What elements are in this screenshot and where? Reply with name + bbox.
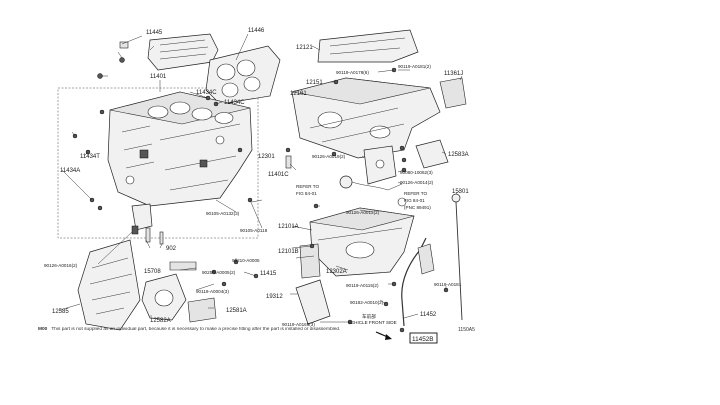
head-gasket-part: [205, 45, 281, 105]
leader-lines: [59, 33, 463, 323]
label-90126-a0013: 90126-A0013(2): [346, 210, 380, 215]
oil-dipstick-part: [443, 193, 463, 321]
vehicle-front-cn: 车前部: [362, 313, 376, 320]
oil-pan-upper-part: [291, 77, 441, 159]
part-labels: 11445 11446 12121 11401 11434C 11434C 11…: [44, 28, 469, 344]
refer-fig-1: FIG 84-01: [296, 191, 317, 196]
label-11434c-b: 11434C: [224, 100, 245, 106]
label-12101b: 12101B: [278, 249, 299, 255]
label-90210-a0005: 90210-A0005: [232, 258, 260, 263]
label-11452: 11452: [420, 312, 437, 318]
footnote-text: This part is not supplied as an individu…: [51, 327, 341, 332]
label-11445: 11445: [146, 30, 163, 36]
refer-to-1: REFER TO: [296, 184, 319, 189]
label-12101: 12101: [290, 91, 307, 97]
vehicle-front-arrow-icon: [375, 331, 392, 340]
harness-bracket-part: [295, 279, 331, 325]
block-callout-frame: [57, 87, 259, 239]
label-90119-a0115: 90119-A0115(2): [346, 283, 379, 288]
label-11446: 11446: [248, 28, 265, 34]
label-12121: 12121: [296, 45, 313, 51]
label-12582a: 12582A: [150, 318, 171, 324]
baffle-plate-part: [299, 243, 321, 279]
label-90119-a0169: 90119-A0169(3): [282, 322, 315, 327]
label-90126-a0014: 90126-A0014(2): [400, 180, 434, 185]
cover-plate-part: [439, 77, 467, 109]
label-11434c-a: 11434C: [196, 90, 217, 96]
footnote-code: M00: [38, 327, 48, 332]
highlighted-part-box: [409, 332, 438, 344]
vehicle-front-side-label: VEHICLE FRONT SIDE: [348, 320, 397, 325]
refer-to-2: REFER TO: [404, 191, 427, 196]
label-12581a: 12581A: [226, 308, 247, 314]
label-12585: 12585: [52, 309, 69, 315]
label-90126-a0016: 90126-A0016(2): [44, 263, 78, 268]
oil-pump-bracket: [363, 145, 397, 185]
manifold-cover-part: [119, 33, 219, 71]
label-11434t: 11434T: [80, 154, 100, 160]
drain-plug: [285, 147, 292, 169]
catalog-code: 1150A5: [458, 327, 475, 333]
label-90182-a0010: 90182-A0010(2): [350, 300, 384, 305]
label-90119-a0181: 90119-A0181: [434, 282, 462, 287]
label-90210-a0005-2: 90210-A0005(2): [202, 270, 236, 275]
label-12301: 12301: [258, 154, 275, 160]
label-90126-a0019: 90126-A0019(2): [312, 154, 346, 159]
label-11415: 11415: [260, 271, 277, 277]
dipstick-guide-part: [401, 237, 435, 327]
label-90080-10062: 90080-10062(3): [400, 170, 433, 175]
label-12151: 12151: [306, 80, 323, 86]
label-902: 902: [166, 246, 177, 252]
seal-retainer-part: [187, 297, 217, 323]
label-11361j: 11361J: [444, 71, 463, 77]
label-15708: 15708: [144, 269, 161, 275]
label-15301: 15301: [452, 189, 469, 195]
label-11401c: 11401C: [268, 172, 289, 178]
oil-pan-lower-part: [309, 207, 415, 277]
label-12583a: 12583A: [448, 152, 469, 158]
label-90119-a0181-2: 90119-A0181(2): [398, 64, 431, 69]
bracket-part: [131, 203, 164, 245]
label-90105-a0132: 90105-A0132(3): [206, 211, 240, 216]
label-90105-a0118: 90105-A0118: [240, 228, 268, 233]
timing-cover-part: [77, 225, 141, 331]
engine-block-part: [107, 91, 253, 207]
refer-fig-2: FIG 84-01: [404, 198, 425, 203]
label-90119-a0004: 90119-A0004(3): [196, 289, 229, 294]
oil-pan-gasket-part: [317, 29, 419, 63]
label-11434a: 11434A: [60, 168, 80, 174]
label-12302a: 12302A: [326, 269, 347, 275]
rear-oil-seal-part: [141, 273, 187, 321]
engine-mount-part: [399, 139, 449, 169]
refer-pnc-2: (PNC 89491): [404, 205, 431, 210]
label-11401: 11401: [150, 74, 167, 80]
label-11452b-highlighted: 11452B: [412, 336, 434, 343]
label-90119-a0178: 90119-A0178(6): [336, 70, 369, 75]
label-19312: 19312: [266, 294, 283, 300]
label-12101a: 12101A: [278, 224, 299, 230]
oil-level-sensor: [339, 175, 407, 207]
